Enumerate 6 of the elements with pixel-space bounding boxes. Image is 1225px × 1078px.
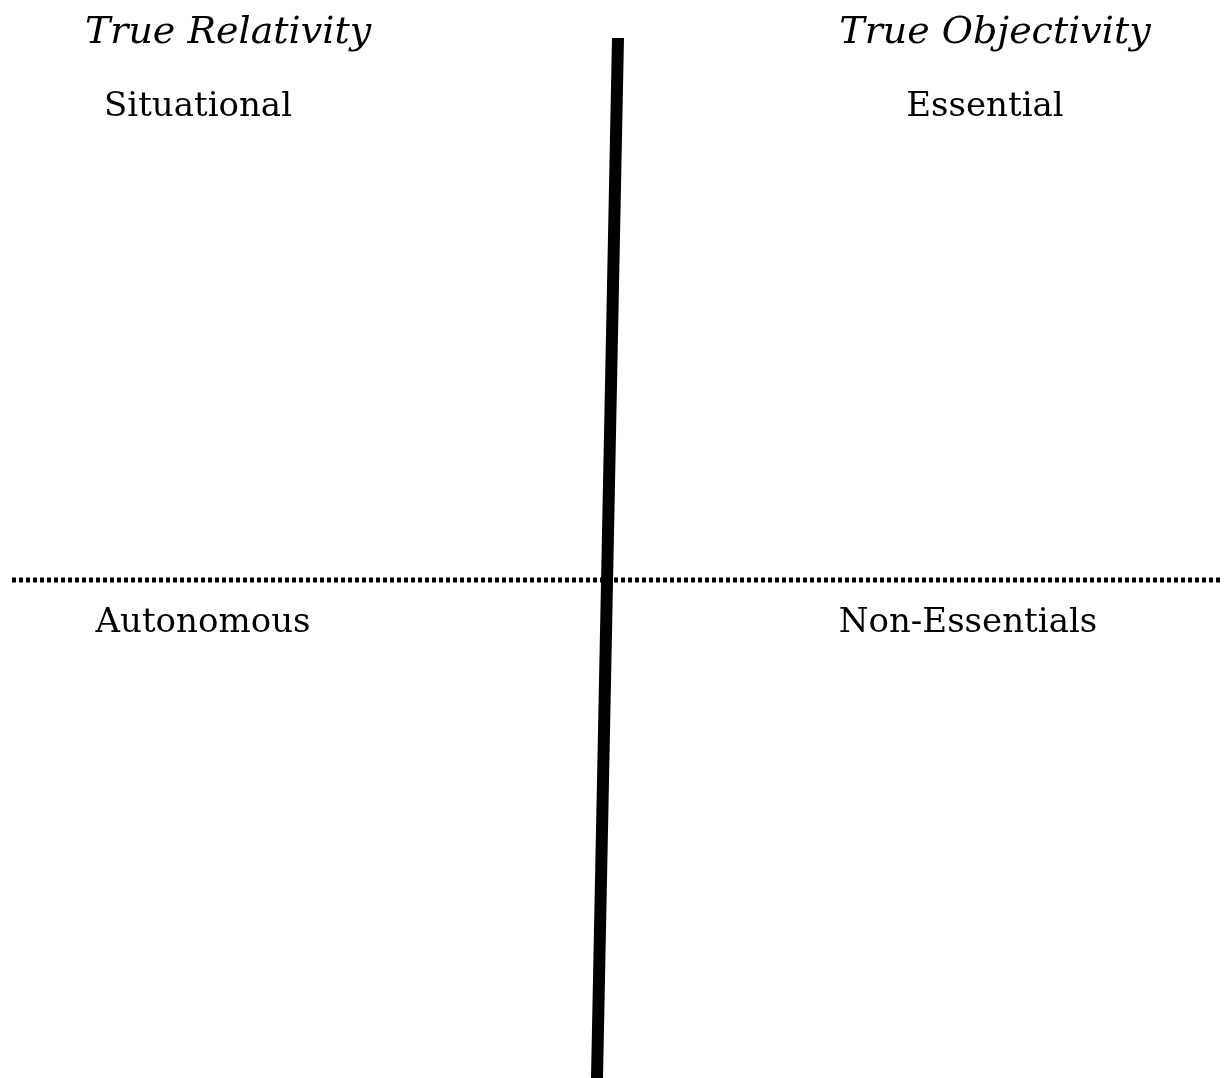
quadrant-label: Essential [905,84,1065,124]
quadrant-label: Autonomous [94,600,312,640]
quadrant-label: Situational [102,84,293,124]
column-heading: True Relativity [83,8,373,52]
column-heading: True Objectivity [838,8,1152,52]
quadrant-label: Non-Essentials [837,600,1099,640]
